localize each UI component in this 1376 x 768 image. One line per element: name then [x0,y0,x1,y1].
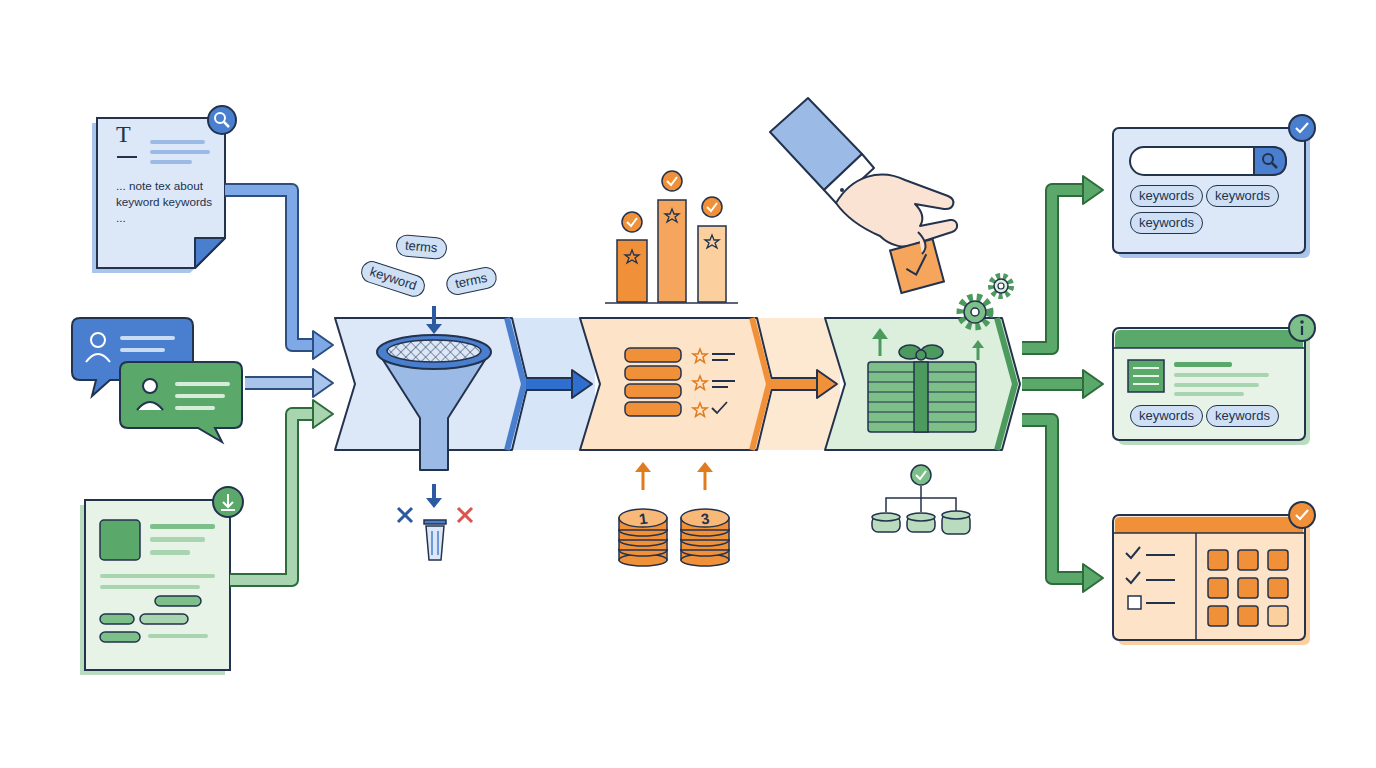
ranking-stage [580,318,775,450]
info-panel [1113,315,1315,445]
node-text: ... note tex about keyword keywords ... [116,178,222,226]
coin-number: 1 [638,509,649,527]
keyword-chip: keywords [1206,405,1279,427]
flow-arrow [225,190,333,359]
chip-label: terms [453,268,489,294]
selection-stage [825,276,1020,534]
web-document [80,487,243,675]
flow-arrow [1022,370,1103,398]
info-panel: keywords keywords [1113,328,1305,440]
keyword-chip: keywords [1130,185,1203,207]
chip-label: keywords [1215,186,1270,206]
keyword-chip: keywords [1130,212,1203,234]
chip-label: keywords [1215,406,1270,426]
web-document [85,500,230,670]
search-panel [1113,115,1315,258]
node-text: T [116,126,131,142]
flow-arrow [245,369,333,397]
keyword-chip: keywords [1130,405,1203,427]
note-document [92,106,236,273]
search-panel: keywords keywords keywords [1113,128,1305,253]
chip-label: keywords [1139,213,1194,233]
flow-arrow [526,370,592,398]
flow-arrow [1022,420,1103,592]
selection-stage [825,318,1022,450]
term-chip: terms [444,265,498,297]
term-chip: terms [395,234,447,260]
note-document: T ... note tex about keyword keywords ... [97,118,225,268]
filter-stage [335,306,595,560]
chip-label: terms [404,236,438,259]
chip-label: keyword [367,262,419,296]
ranking-stage [580,171,840,566]
flow-arrow [230,400,333,580]
chip-label: keywords [1139,406,1194,426]
keyword-chip: keywords [1206,185,1279,207]
chat-input [70,318,245,443]
flow-arrow [1022,176,1103,348]
chip-label: keywords [1139,186,1194,206]
term-chip: keyword [358,258,428,299]
hand-selecting [770,98,957,293]
flow-arrow [771,370,837,398]
coin-number: 3 [700,509,711,527]
calendar-panel [1113,515,1305,640]
calendar-panel [1113,502,1315,645]
chat-bubbles [72,318,242,442]
filter-stage [335,318,530,450]
